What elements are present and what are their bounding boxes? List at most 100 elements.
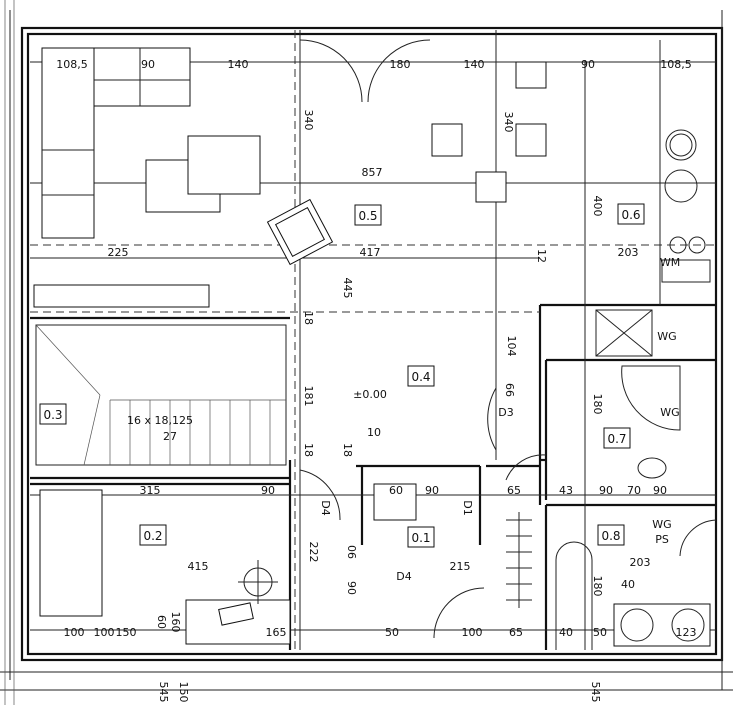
dimension: 70 <box>627 484 641 497</box>
dimension: 181 <box>302 386 315 407</box>
dimension: 400 <box>591 196 604 217</box>
dimensions-outside: 545 150 545 <box>157 682 602 703</box>
dimension: 100 <box>462 626 483 639</box>
dimensions-mid-row: 315 90 60 90 65 43 90 70 90 <box>140 484 668 497</box>
dimension: 150 <box>177 682 190 703</box>
dimension: 215 <box>450 560 471 573</box>
dimension: 203 <box>630 556 651 569</box>
dimension: 90 <box>345 581 358 595</box>
dimension: 315 <box>140 484 161 497</box>
dimensions-lower: 415 215 203 40 222 06 90 180 160 60 <box>155 542 651 633</box>
kitchen-counter <box>659 40 711 305</box>
tv-cabinet <box>33 284 210 308</box>
stair-rise: 27 <box>163 430 177 443</box>
interior-walls <box>30 303 716 650</box>
dimension: 90 <box>141 58 155 71</box>
dimension: 340 <box>502 112 515 133</box>
dimension: 06 <box>345 545 358 559</box>
dimension: 65 <box>507 484 521 497</box>
dimension: 417 <box>360 246 381 259</box>
desk <box>185 599 291 645</box>
dimension: 445 <box>341 278 354 299</box>
dimension: 43 <box>559 484 573 497</box>
dimension: 180 <box>591 394 604 415</box>
room-label: 0.7 <box>607 432 626 446</box>
dimension: 100 <box>94 626 115 639</box>
dimension: 65 <box>509 626 523 639</box>
stair-steps: 16 x 18,125 <box>127 414 193 427</box>
dimension: 50 <box>593 626 607 639</box>
dining-chairs <box>431 61 547 203</box>
dimension: 545 <box>589 682 602 703</box>
dimension: 12 <box>535 249 548 263</box>
door-label: D4 <box>319 500 332 515</box>
dimension: 160 <box>169 612 182 633</box>
dimension: 90 <box>581 58 595 71</box>
dimension: 108,5 <box>56 58 88 71</box>
staircase <box>35 324 287 466</box>
fixture-label: PS <box>655 533 669 546</box>
door-label: D1 <box>461 500 474 515</box>
door-label: D3 <box>498 406 513 419</box>
room-label: 0.3 <box>43 408 62 422</box>
dimension: 100 <box>64 626 85 639</box>
fixture-label: WG <box>660 406 679 419</box>
dimension: 140 <box>464 58 485 71</box>
dimension: 18 <box>302 311 315 325</box>
dimension: 545 <box>157 682 170 703</box>
bathtub <box>555 541 593 650</box>
dimension: 18 <box>302 443 315 457</box>
door-label: D4 <box>396 570 411 583</box>
dimension: 165 <box>266 626 287 639</box>
fixture-label: WM <box>660 256 680 269</box>
corner-shower <box>621 365 681 431</box>
dimension: 222 <box>307 542 320 563</box>
dimension-lines <box>30 30 716 650</box>
dimension: 104 <box>505 336 518 357</box>
room-labels: 0.5 0.6 0.4 0.3 0.7 0.2 0.1 0.8 <box>39 203 645 548</box>
washing-machines <box>613 603 711 647</box>
dimension: 108,5 <box>660 58 692 71</box>
dimensions-top: 108,5 90 140 180 140 90 108,5 <box>56 58 692 71</box>
room-label: 0.4 <box>411 370 430 384</box>
dimension: 415 <box>188 560 209 573</box>
dimension: 40 <box>621 578 635 591</box>
bed <box>39 489 103 617</box>
shower-tray <box>595 309 653 357</box>
desk-chair <box>238 560 278 604</box>
dimension: 60 <box>389 484 403 497</box>
dimensions-middle: 181 18 180 66 10 18 18 <box>302 311 604 457</box>
fixture-label: WG <box>652 518 671 531</box>
dimension: 180 <box>390 58 411 71</box>
toilet <box>637 457 667 479</box>
dimension: 857 <box>362 166 383 179</box>
dimension: 140 <box>228 58 249 71</box>
dimension: 90 <box>425 484 439 497</box>
dimension: 40 <box>559 626 573 639</box>
dimension: 50 <box>385 626 399 639</box>
cabinet-0-1 <box>373 483 417 521</box>
dimension: 10 <box>367 426 381 439</box>
room-label: 0.5 <box>358 209 377 223</box>
room-label: 0.2 <box>143 529 162 543</box>
dimension: 123 <box>676 626 697 639</box>
door-swings <box>299 39 717 639</box>
dimensions-bottom: 100 150 100 165 50 100 65 40 50 123 <box>64 626 697 639</box>
room-label: 0.8 <box>601 529 620 543</box>
dimension: 60 <box>155 615 168 629</box>
wardrobe-hatch <box>506 512 532 608</box>
dimension: 150 <box>116 626 137 639</box>
dimension: 225 <box>108 246 129 259</box>
dimension: 180 <box>591 576 604 597</box>
coffee-table <box>145 135 261 213</box>
dimension: 90 <box>261 484 275 497</box>
dimension: 340 <box>302 110 315 131</box>
room-label: 0.1 <box>411 531 430 545</box>
dimension: 90 <box>599 484 613 497</box>
dimensions-upper: 340 340 857 225 417 203 400 445 104 12 <box>108 110 639 357</box>
room-label: 0.6 <box>621 208 640 222</box>
armchair <box>266 198 334 266</box>
dimension: 18 <box>341 443 354 457</box>
